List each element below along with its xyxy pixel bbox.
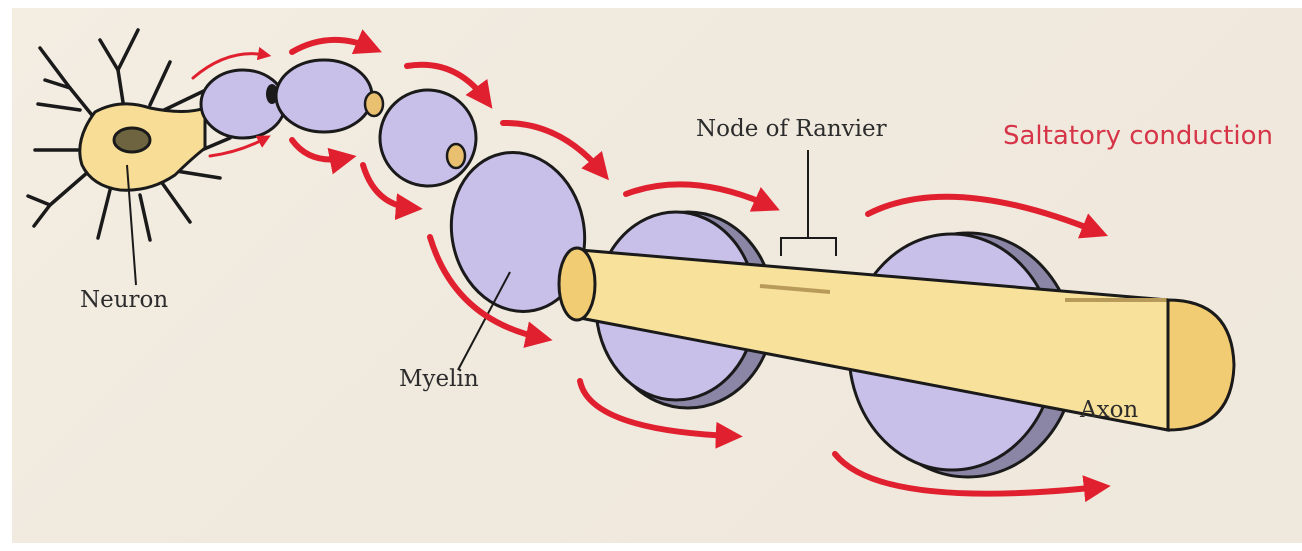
node-3 — [447, 144, 465, 168]
myelin-segment-1 — [201, 70, 285, 138]
arrow-5 — [626, 184, 770, 206]
arrow-7 — [210, 138, 266, 156]
myelin-chain — [201, 60, 599, 324]
axon-end-cap — [1168, 300, 1234, 430]
neuron-label: Neuron — [80, 287, 168, 313]
axon-start-cap — [559, 248, 595, 320]
axon-label: Axon — [1080, 397, 1138, 423]
myelin-label: Myelin — [399, 366, 479, 392]
arrow-8 — [292, 140, 346, 160]
node-of-ranvier-label: Node of Ranvier — [696, 116, 887, 142]
saltatory-conduction-label: Saltatory conduction — [1003, 121, 1273, 151]
arrow-2 — [292, 40, 372, 52]
nucleus — [114, 128, 150, 152]
myelin-segment-2 — [276, 60, 372, 132]
neuron-cell — [28, 30, 230, 285]
arrow-6 — [868, 197, 1098, 232]
node-of-ranvier-bracket — [781, 150, 836, 256]
node-2 — [365, 92, 383, 116]
